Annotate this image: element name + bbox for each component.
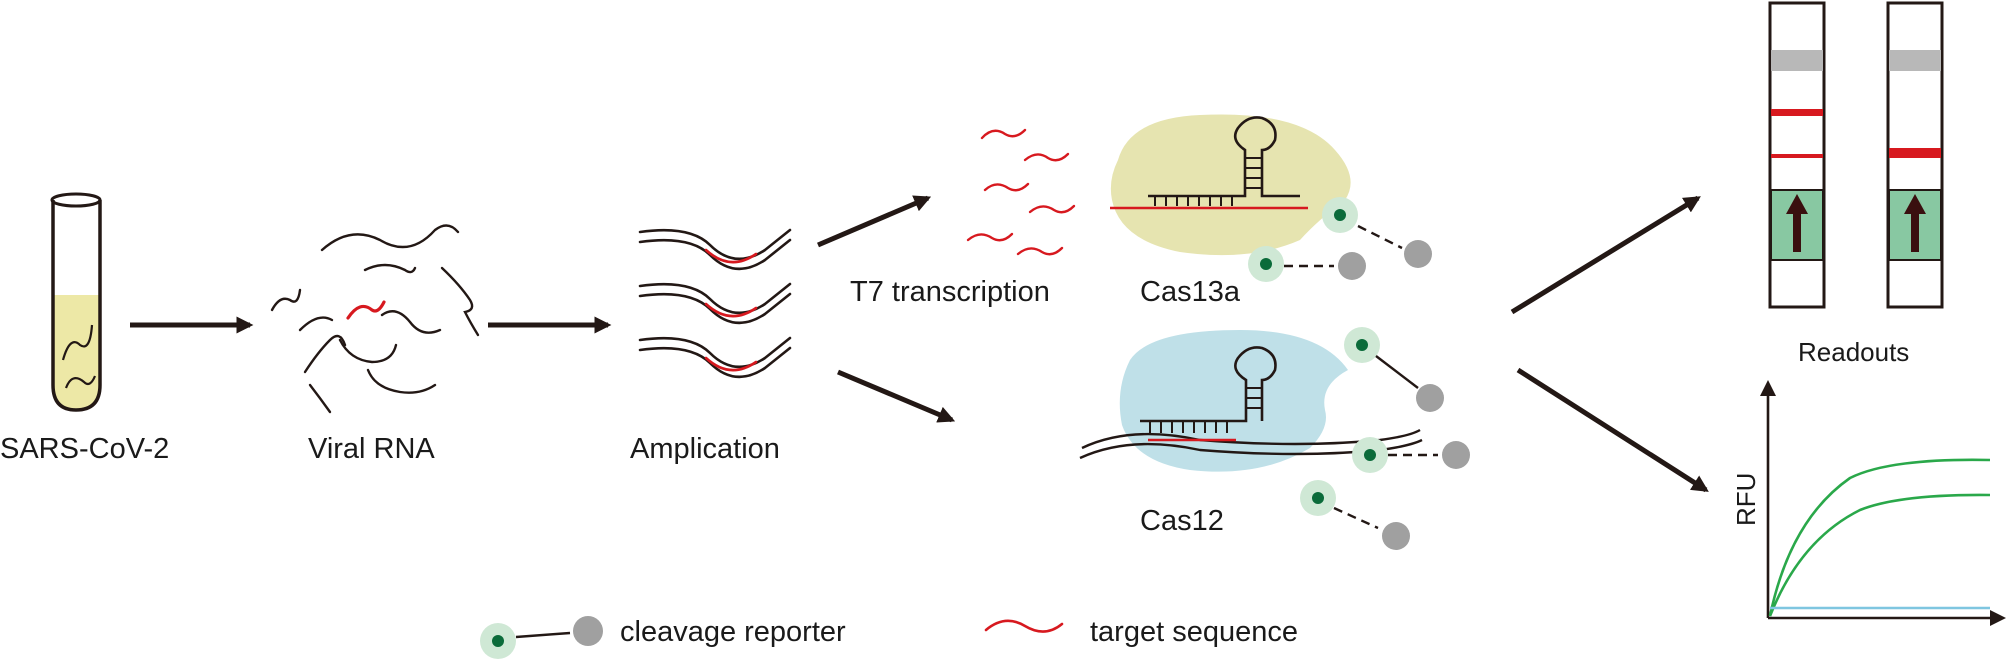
arrow-to-strips <box>1510 195 1701 315</box>
label-amplication: Amplication <box>630 433 780 465</box>
sample-tube-icon <box>50 192 102 412</box>
cas13a-reporter-cleaved <box>1248 246 1366 282</box>
lateral-flow-strip-1 <box>1768 1 1826 309</box>
arrow-to-t7 <box>817 195 932 248</box>
label-cas12: Cas12 <box>1140 505 1224 537</box>
t7-transcript-fragments <box>966 128 1076 256</box>
fluorescence-plot <box>1760 380 2006 626</box>
label-rfu-axis: RFU <box>1731 473 1761 526</box>
label-cas13a: Cas13a <box>1140 276 1241 308</box>
label-readouts: Readouts <box>1798 337 1909 367</box>
viral-rna-target-fragment <box>346 300 386 320</box>
arrow-to-curve <box>1516 367 1709 493</box>
legend-target-label: target sequence <box>1090 616 1298 648</box>
legend-reporter-icon <box>480 616 603 659</box>
legend-reporter-label: cleavage reporter <box>620 616 846 648</box>
cas12-reporter-2 <box>1352 437 1470 473</box>
cas12-complex-icon <box>1079 330 1423 472</box>
legend-target-icon <box>984 619 1064 633</box>
label-sample: SARS-CoV-2 <box>0 433 169 465</box>
lateral-flow-strip-2 <box>1886 1 1944 309</box>
amplified-dna-icon <box>638 228 792 379</box>
viral-rna-fragments-icon <box>270 224 480 414</box>
arrow-to-cas12 <box>837 369 956 423</box>
cas12-reporter-1 <box>1344 327 1444 412</box>
cas13a-reporter-uncleaved <box>1322 197 1432 268</box>
cas12-reporter-3 <box>1300 480 1410 550</box>
label-t7: T7 transcription <box>850 276 1050 308</box>
cas13a-complex-icon <box>1110 114 1351 256</box>
label-viral-rna: Viral RNA <box>308 433 435 465</box>
